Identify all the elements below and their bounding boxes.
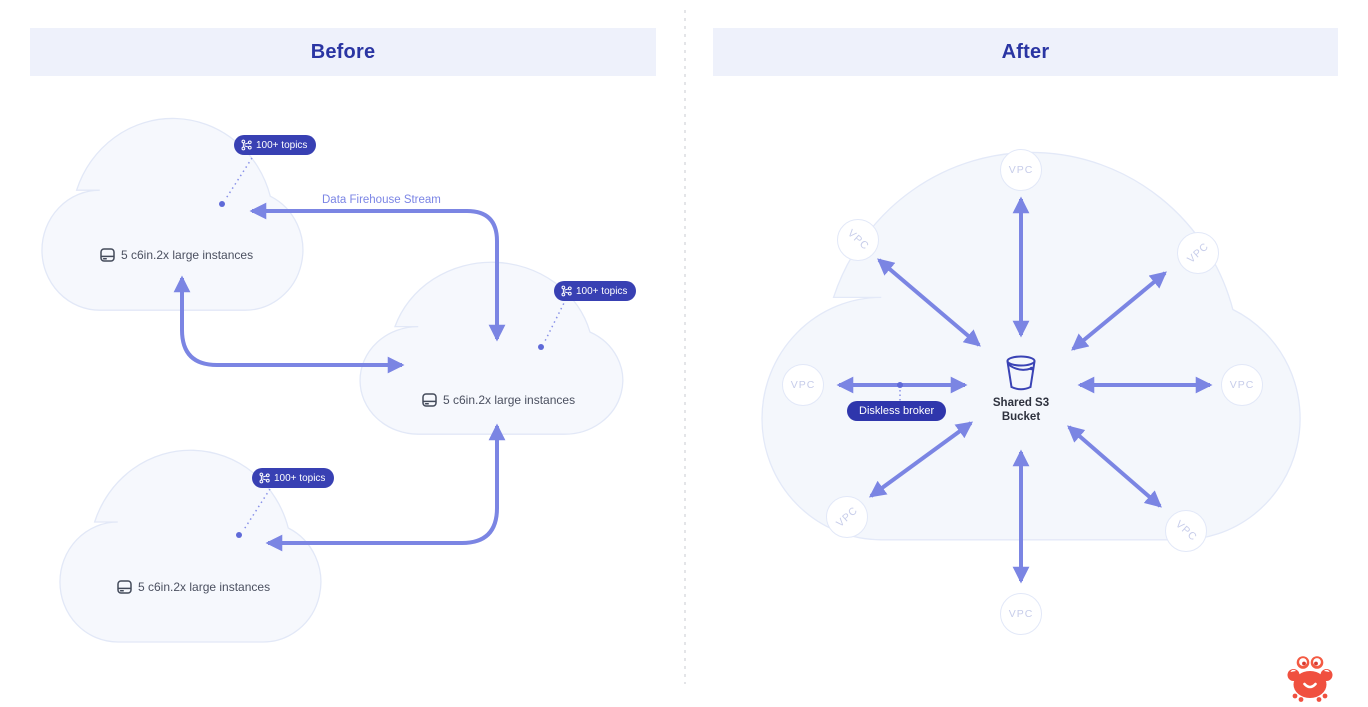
kafka-icon <box>561 285 572 297</box>
kafka-icon <box>241 139 252 151</box>
badge2-anchor-dot <box>538 344 544 350</box>
stream-label: Data Firehouse Stream <box>322 194 441 206</box>
vpc-bottomleft-arrow <box>868 421 974 498</box>
before-header: Before <box>30 28 656 76</box>
badge1-anchor-dot <box>219 201 225 207</box>
bucket-label: Shared S3 Bucket <box>976 397 1066 424</box>
vpc-top-left: VPC <box>837 219 879 261</box>
vpc-label: VPC <box>1008 608 1034 620</box>
topics-badge-text: 100+ topics <box>576 285 628 297</box>
kafka-icon <box>259 472 270 484</box>
firehouse-stream-arrow <box>249 202 506 342</box>
cloud1-instances-text: 5 c6in.2x large instances <box>121 248 254 262</box>
cloud3-instances-text: 5 c6in.2x large instances <box>138 580 271 594</box>
after-header: After <box>713 28 1338 76</box>
cloud1-to-cloud2-arrow <box>173 275 405 374</box>
vpc-bottom-right: VPC <box>1165 510 1207 552</box>
before-title: Before <box>310 40 376 63</box>
server-icon <box>100 248 115 262</box>
vpc-label: VPC <box>1184 240 1212 266</box>
server-icon <box>422 393 437 407</box>
vpc-bottom: VPC <box>1000 593 1042 635</box>
vpc-label: VPC <box>1008 164 1034 176</box>
cloud2-instances-text: 5 c6in.2x large instances <box>443 393 576 407</box>
topics-badge-text: 100+ topics <box>256 139 308 151</box>
cloud3-instances-label: 5 c6in.2x large instances <box>117 580 270 594</box>
cloud2-to-cloud3-arrow <box>265 423 506 552</box>
vpc-bottom-left: VPC <box>826 496 868 538</box>
vpc-label: VPC <box>1172 518 1200 544</box>
vpc-topright-arrow <box>1071 271 1167 351</box>
vpc-label: VPC <box>790 379 816 391</box>
badge2-connector <box>543 298 567 344</box>
vpc-top-right: VPC <box>1177 232 1219 274</box>
diskless-broker-badge: Diskless broker <box>847 401 947 421</box>
vpc-label: VPC <box>833 504 861 530</box>
server-icon <box>117 580 132 594</box>
diskless-anchor-dot <box>897 382 903 388</box>
vpc-label: VPC <box>844 227 872 253</box>
bucket-label-line1: Shared S3 <box>992 397 1050 409</box>
topics-badge-1: 100+ topics <box>234 135 317 155</box>
badge3-anchor-dot <box>236 532 242 538</box>
topics-badge-2: 100+ topics <box>554 281 637 301</box>
after-cloud <box>762 152 1300 539</box>
vpc-right: VPC <box>1221 364 1263 406</box>
vpc-label: VPC <box>1229 379 1255 391</box>
topics-badge-text: 100+ topics <box>274 472 326 484</box>
vpc-topleft-arrow <box>877 258 981 347</box>
s3-bucket-icon <box>1006 355 1036 391</box>
bucket-label-line2: Bucket <box>1001 410 1041 423</box>
before-cloud-3 <box>60 450 321 642</box>
cloud2-instances-label: 5 c6in.2x large instances <box>422 393 575 407</box>
vpc-top: VPC <box>1000 149 1042 191</box>
after-title: After <box>1001 40 1050 63</box>
diskless-broker-text: Diskless broker <box>859 405 935 417</box>
topics-badge-3: 100+ topics <box>252 468 335 488</box>
crab-logo <box>1287 656 1333 702</box>
cloud1-instances-label: 5 c6in.2x large instances <box>100 248 253 262</box>
vpc-bottomright-arrow <box>1067 425 1162 508</box>
vpc-left: VPC <box>782 364 824 406</box>
